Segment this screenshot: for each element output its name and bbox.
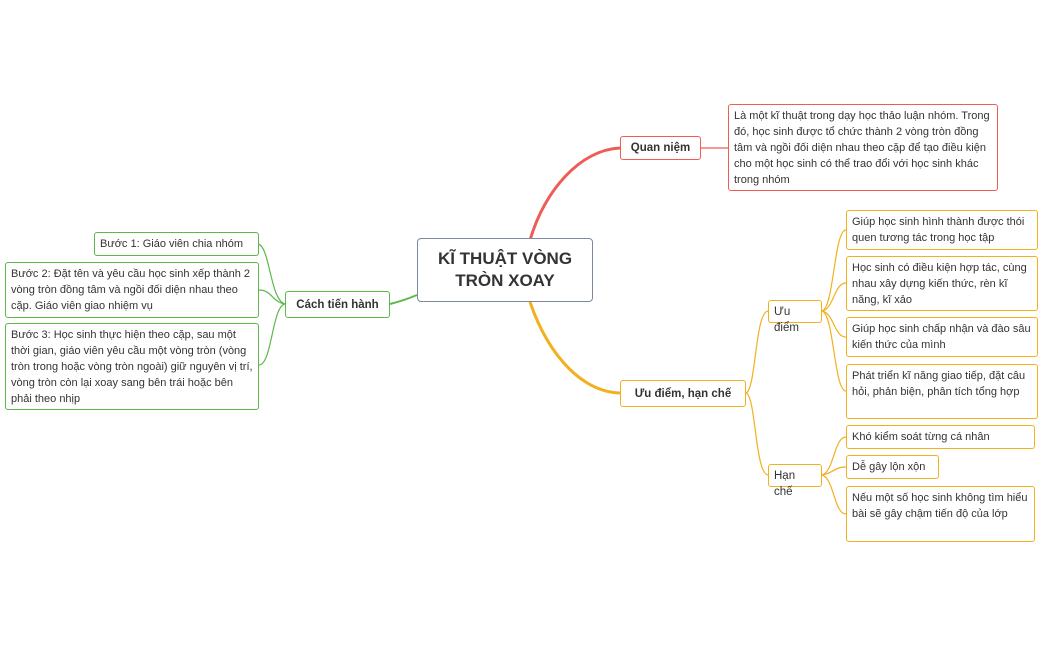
topic-cach-tien-hanh[interactable]: Cách tiến hành	[285, 291, 390, 318]
topic-quan-niem[interactable]: Quan niệm	[620, 136, 701, 160]
link-uu-diem	[745, 310, 769, 394]
link-ud-3	[821, 310, 847, 338]
link-step-2	[258, 289, 286, 305]
link-ud-2	[821, 282, 847, 312]
step-2-text: Bước 2: Đặt tên và yêu cầu học sinh xếp …	[11, 268, 250, 312]
link-root-cach-tien-hanh	[389, 294, 418, 305]
link-hc-2	[821, 466, 847, 476]
link-root-quan-niem	[528, 146, 621, 241]
link-hc-3	[821, 474, 847, 515]
uu-diem-item-4-text: Phát triển kĩ năng giao tiếp, đặt câu hỏ…	[852, 370, 1026, 398]
uu-diem-item-1-text: Giúp học sinh hình thành được thói quen …	[852, 216, 1025, 244]
step-2[interactable]: Bước 2: Đặt tên và yêu cầu học sinh xếp …	[5, 262, 259, 318]
han-che-item-3-text: Nếu một số học sinh không tìm hiểu bài s…	[852, 492, 1028, 520]
quan-niem-definition-text: Là một kĩ thuật trong dạy học thảo luận …	[734, 110, 990, 186]
topic-uu-diem-han-che[interactable]: Ưu điểm, hạn chế	[620, 380, 746, 407]
uu-diem-item-1[interactable]: Giúp học sinh hình thành được thói quen …	[846, 210, 1038, 250]
step-3[interactable]: Bước 3: Học sinh thực hiện theo cặp, sau…	[5, 323, 259, 410]
step-1[interactable]: Bước 1: Giáo viên chia nhóm	[94, 232, 259, 256]
link-hc-1	[821, 436, 847, 476]
link-han-che	[745, 392, 769, 476]
topic-uu-diem-han-che-label: Ưu điểm, hạn chế	[634, 388, 732, 400]
subtopic-han-che-label: Hạn chế	[774, 470, 796, 498]
link-ud-4	[821, 310, 847, 392]
root-topic-label: KĨ THUẬT VÒNG TRÒN XOAY	[437, 249, 573, 290]
han-che-item-3[interactable]: Nếu một số học sinh không tìm hiểu bài s…	[846, 486, 1035, 542]
subtopic-uu-diem-label: Ưu điểm	[774, 306, 799, 334]
root-topic[interactable]: KĨ THUẬT VÒNG TRÒN XOAY	[417, 238, 593, 302]
uu-diem-item-2-text: Học sinh có điều kiện hợp tác, cùng nhau…	[852, 262, 1027, 306]
quan-niem-definition[interactable]: Là một kĩ thuật trong dạy học thảo luận …	[728, 104, 998, 191]
han-che-item-1[interactable]: Khó kiểm soát từng cá nhân	[846, 425, 1035, 449]
subtopic-han-che[interactable]: Hạn chế	[768, 464, 822, 498]
subtopic-uu-diem[interactable]: Ưu điểm	[768, 300, 822, 334]
uu-diem-item-2[interactable]: Học sinh có điều kiện hợp tác, cùng nhau…	[846, 256, 1038, 311]
uu-diem-item-4[interactable]: Phát triển kĩ năng giao tiếp, đặt câu hỏ…	[846, 364, 1038, 419]
link-root-uu-diem-han-che	[528, 301, 621, 395]
han-che-item-2-text: Dễ gây lộn xộn	[852, 461, 926, 473]
topic-quan-niem-label: Quan niệm	[630, 142, 691, 154]
han-che-item-1-text: Khó kiểm soát từng cá nhân	[852, 431, 990, 443]
topic-cach-tien-hanh-label: Cách tiến hành	[296, 299, 379, 311]
step-3-text: Bước 3: Học sinh thực hiện theo cặp, sau…	[11, 329, 253, 405]
link-ud-1	[821, 229, 847, 312]
uu-diem-item-3-text: Giúp học sinh chấp nhận và đào sâu kiến …	[852, 323, 1031, 351]
uu-diem-item-3[interactable]: Giúp học sinh chấp nhận và đào sâu kiến …	[846, 317, 1038, 357]
han-che-item-2[interactable]: Dễ gây lộn xộn	[846, 455, 939, 479]
link-step-1	[257, 243, 286, 305]
link-step-3	[258, 303, 286, 366]
step-1-text: Bước 1: Giáo viên chia nhóm	[100, 238, 243, 250]
